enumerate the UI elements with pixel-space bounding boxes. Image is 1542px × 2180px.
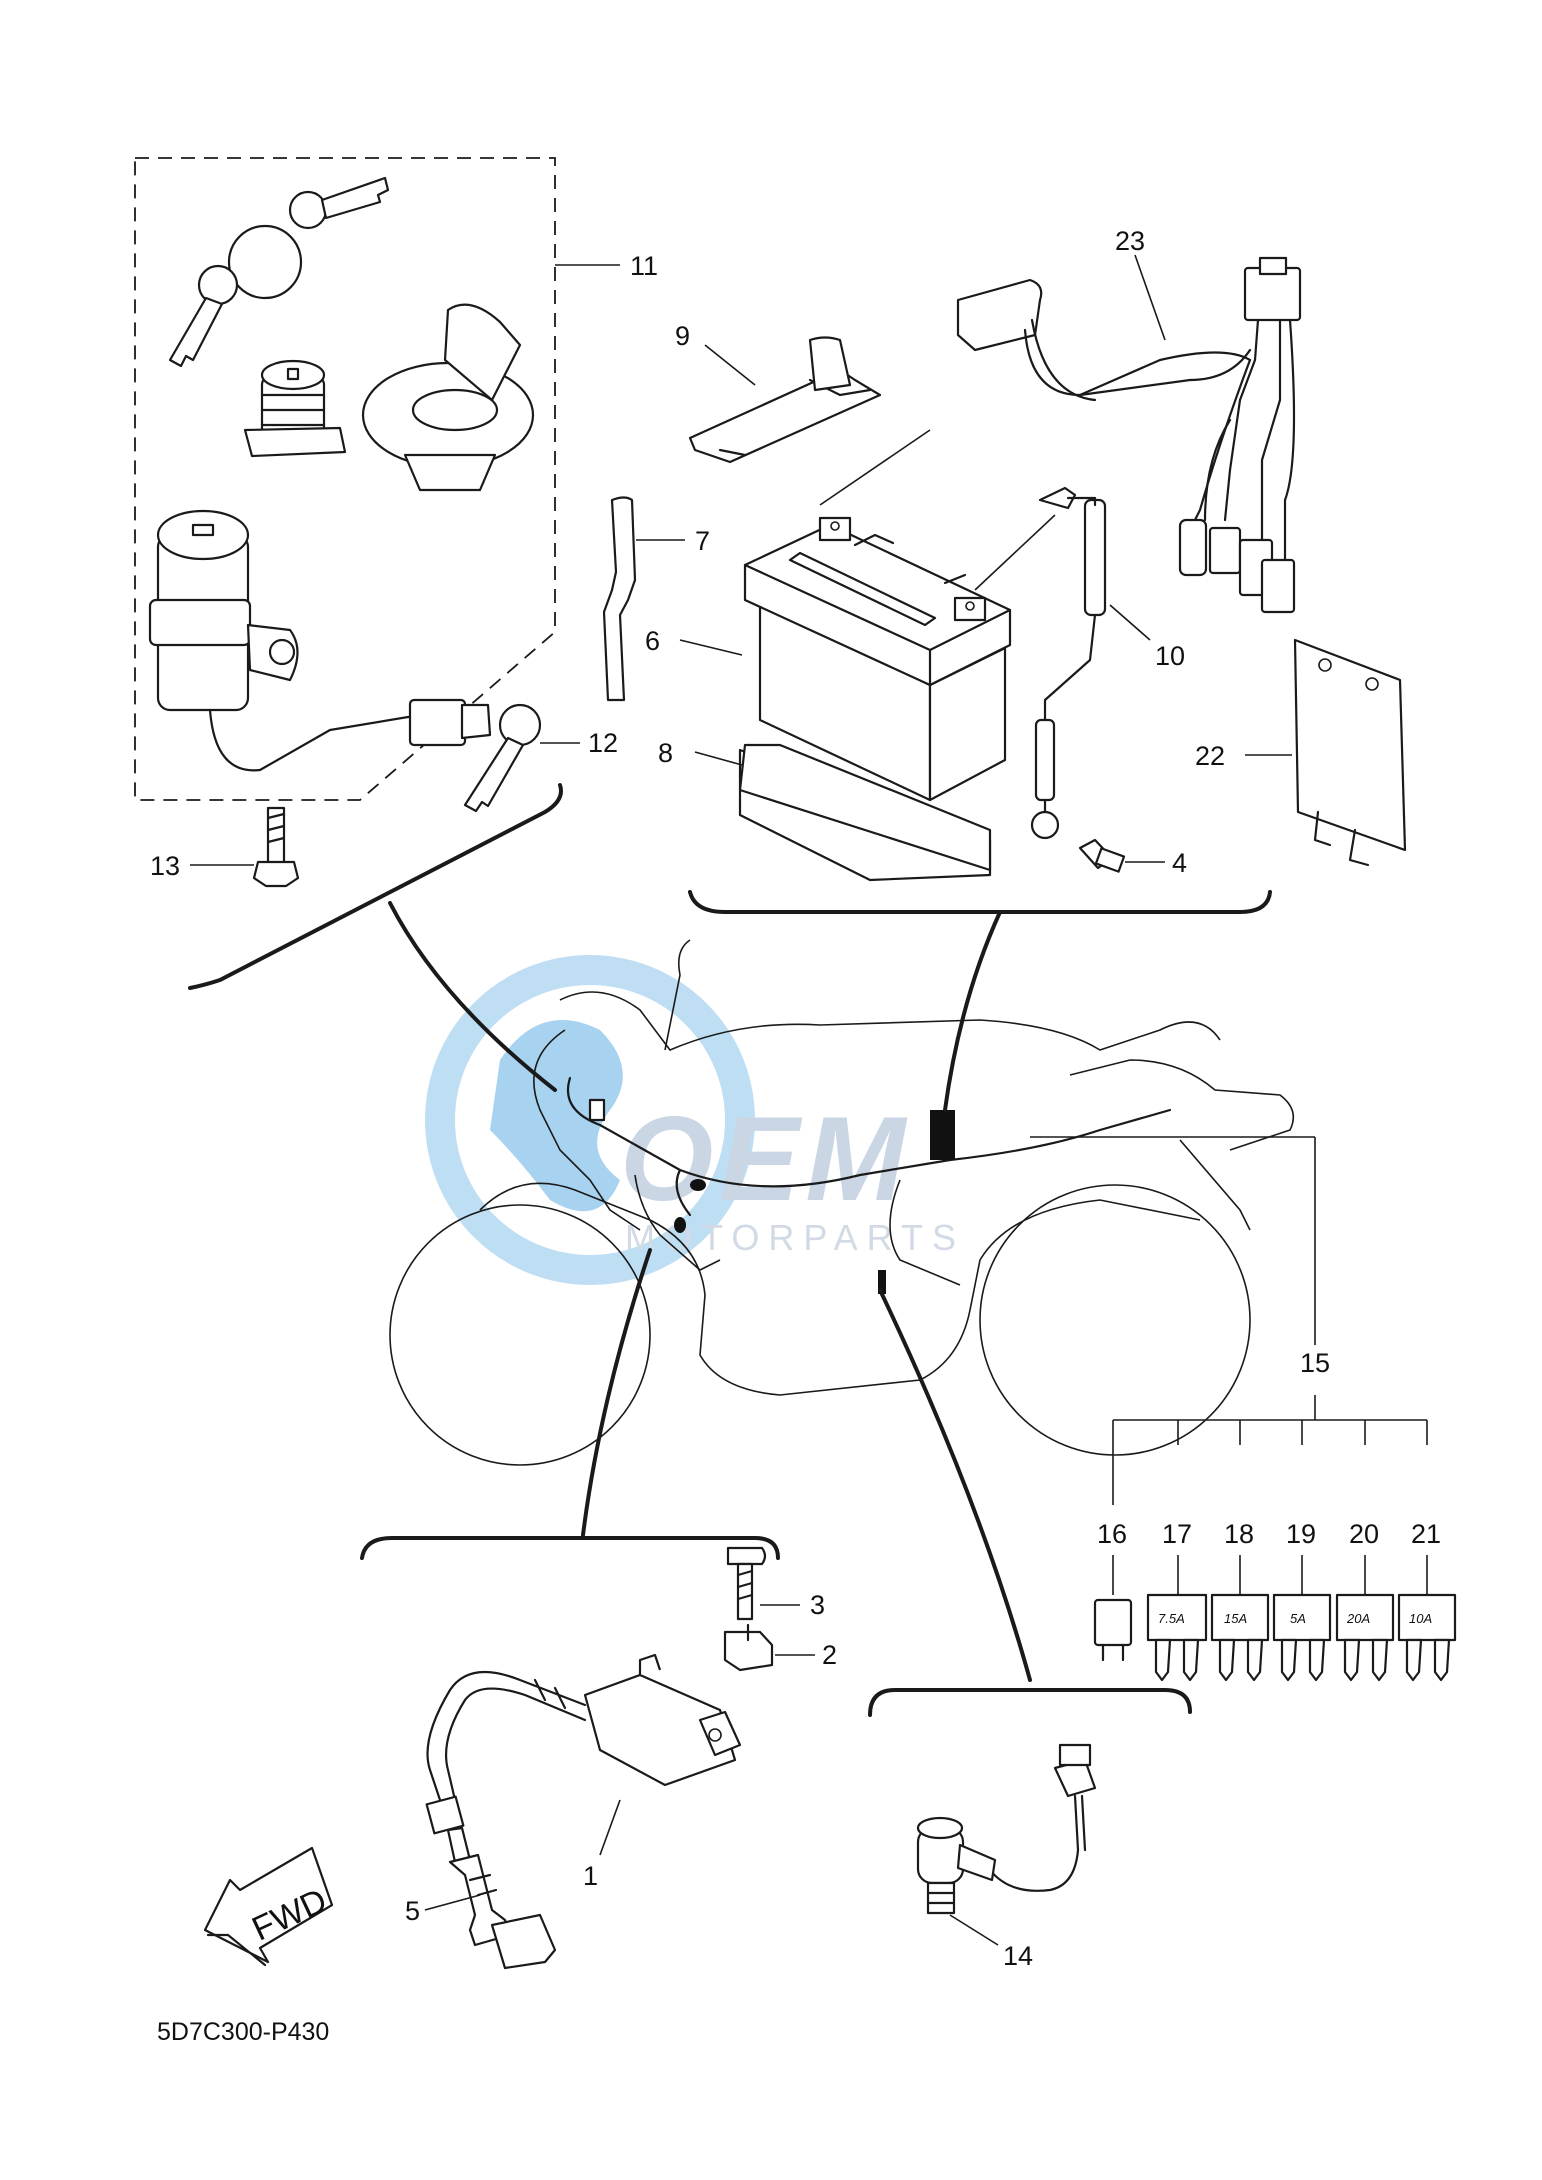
fuse-20-rating: 20A — [1346, 1611, 1370, 1626]
fuse-tree: 16 17 18 19 20 21 — [1097, 1395, 1441, 1595]
ignition-switch-icon — [148, 509, 492, 772]
fuse-21[interactable]: 10A — [1397, 1593, 1457, 1682]
watermark-continents — [490, 1020, 623, 1212]
callout-17: 17 — [1162, 1519, 1192, 1549]
watermark-globe — [425, 955, 755, 1285]
callout-13: 13 — [150, 851, 180, 881]
callout-19: 19 — [1286, 1519, 1316, 1549]
motorcycle-outline — [389, 939, 1295, 1466]
callout-18: 18 — [1224, 1519, 1254, 1549]
callout-9: 9 — [675, 321, 690, 351]
breather-hose-7[interactable]: 7 — [602, 496, 710, 702]
callout-23: 23 — [1115, 226, 1145, 256]
watermark: OEM MOTORPARTS — [425, 955, 956, 1285]
callout-22: 22 — [1195, 741, 1225, 771]
diagram-code: 5D7C300-P430 — [157, 2018, 329, 2046]
bolt-3[interactable]: 3 — [726, 1546, 825, 1621]
callout-12: 12 — [588, 728, 618, 758]
cover-22[interactable]: 22 — [1195, 638, 1407, 867]
callout-8: 8 — [658, 738, 673, 768]
fuse-19-rating: 5A — [1290, 1611, 1306, 1626]
battery-lead-10[interactable]: 10 — [1030, 486, 1185, 840]
callout-11: 11 — [630, 251, 658, 281]
callout-20: 20 — [1349, 1519, 1379, 1549]
callout-15: 15 — [1300, 1348, 1330, 1378]
fuse-18[interactable]: 15A — [1210, 1593, 1270, 1682]
callout-4: 4 — [1172, 848, 1187, 878]
watermark-brand: OEM — [620, 1092, 911, 1226]
callout-2: 2 — [822, 1640, 837, 1670]
seat-lock-cylinder-icon — [243, 359, 347, 458]
callout-5: 5 — [405, 1896, 420, 1926]
battery-band-9[interactable]: 9 — [675, 321, 882, 464]
fuse-21-rating: 10A — [1409, 1611, 1432, 1626]
relay-16[interactable] — [1093, 1598, 1133, 1662]
callout-16: 16 — [1097, 1519, 1127, 1549]
battery-6[interactable]: 6 8 — [645, 429, 1056, 882]
battery-leader — [943, 910, 1002, 1112]
battery-bracket — [688, 890, 1272, 914]
sensor-bracket — [868, 1688, 1192, 1717]
forward-arrow: FWD — [203, 1846, 334, 1967]
fuse-20[interactable]: 20A — [1335, 1593, 1395, 1682]
coil-bracket — [360, 1536, 780, 1560]
key-ring-icon — [168, 176, 390, 368]
fuse-18-rating: 15A — [1224, 1611, 1247, 1626]
bolt-13[interactable]: 13 — [150, 806, 300, 888]
ignition-coil-1[interactable]: 1 — [426, 1653, 742, 1891]
spare-key[interactable]: 12 — [463, 703, 618, 813]
kit-leader — [388, 901, 557, 1092]
plug-cap-5[interactable]: 5 — [405, 1795, 557, 1970]
speed-sensor-14[interactable]: 14 — [916, 1743, 1097, 1971]
fuel-cap-icon — [361, 303, 535, 492]
callout-14: 14 — [1003, 1941, 1033, 1971]
sub-harness-23[interactable]: 23 — [956, 226, 1302, 614]
fuse-17-rating: 7.5A — [1158, 1611, 1185, 1626]
callout-1: 1 — [583, 1861, 598, 1891]
fuse-17[interactable]: 7.5A — [1146, 1593, 1208, 1682]
callout-7: 7 — [695, 526, 710, 556]
nut-2[interactable]: 2 — [723, 1623, 837, 1672]
ignition-leader — [581, 1248, 652, 1537]
callout-3: 3 — [810, 1590, 825, 1620]
fuse-19[interactable]: 5A — [1272, 1593, 1332, 1682]
lock-set-kit[interactable]: 11 — [134, 157, 658, 801]
kit-bracket — [188, 783, 563, 990]
callout-21: 21 — [1411, 1519, 1441, 1549]
main-harness: 15 — [566, 1076, 1330, 1378]
screw-4[interactable]: 4 — [1078, 838, 1187, 878]
callout-6: 6 — [645, 626, 660, 656]
sensor-leader — [878, 1288, 1032, 1682]
callout-10: 10 — [1155, 641, 1185, 671]
